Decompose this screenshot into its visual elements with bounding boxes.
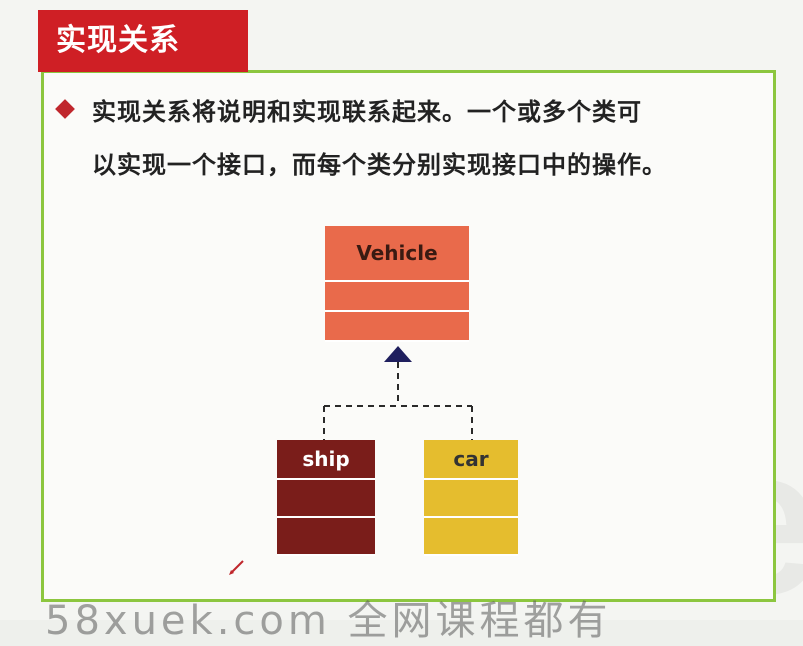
realization-arrowhead-icon: [384, 346, 412, 362]
ship-attributes-compartment: [277, 480, 375, 518]
bullet-text-line-1: 实现关系将说明和实现联系起来。一个或多个类可: [92, 98, 642, 126]
interface-attributes-compartment: [325, 282, 469, 312]
class-box-car: car: [424, 440, 518, 556]
class-name-car: car: [424, 440, 518, 480]
slide-title: 实现关系: [38, 10, 248, 72]
class-box-ship: ship: [277, 440, 375, 556]
bullet-text-line-2: 以实现一个接口，而每个类分别实现接口中的操作。: [92, 151, 667, 179]
pen-cursor-icon: [229, 560, 244, 575]
slide: 58xuek 实现关系 实现关系将说明和实现联系起来。一个或多个类可 以实现一个…: [38, 10, 803, 644]
ship-operations-compartment: [277, 518, 375, 556]
class-name-ship: ship: [277, 440, 375, 480]
interface-box-vehicle: Vehicle: [325, 226, 469, 342]
car-attributes-compartment: [424, 480, 518, 518]
bottom-watermark-text: 58xuek.com 全网课程都有: [45, 598, 612, 644]
car-operations-compartment: [424, 518, 518, 556]
realization-connectors: [323, 346, 473, 440]
interface-operations-compartment: [325, 312, 469, 342]
interface-name: Vehicle: [325, 226, 469, 282]
